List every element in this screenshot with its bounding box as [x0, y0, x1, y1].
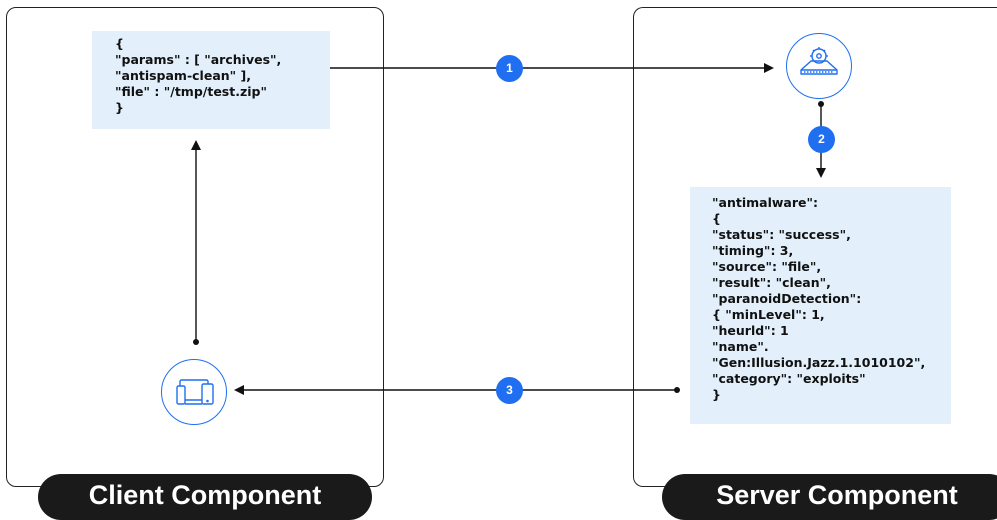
server-scan-icon — [786, 33, 852, 99]
response-line: { "minLevel": 1, — [712, 307, 825, 322]
response-line: "paranoidDetection": — [712, 291, 862, 306]
response-line: { — [712, 211, 721, 226]
response-line: "heurld": 1 — [712, 323, 789, 338]
response-line: "antimalware": — [712, 195, 818, 210]
response-line: "result": "clean", — [712, 275, 831, 290]
request-line: "params" : [ "archives", — [115, 52, 282, 67]
response-line: "source": "file", — [712, 259, 822, 274]
response-line: "category": "exploits" — [712, 371, 866, 386]
response-json-box: "antimalware": { "status": "success", "t… — [690, 187, 951, 424]
server-component-label: Server Component — [662, 474, 997, 520]
response-line: "status": "success", — [712, 227, 851, 242]
client-to-request-arrow — [191, 140, 201, 345]
response-line: "name". — [712, 339, 769, 354]
step-3-arrow — [234, 385, 680, 395]
step-1-arrow — [312, 63, 774, 73]
response-line: "Gen:Illusion.Jazz.1.1010102", — [712, 355, 926, 370]
request-json-box: { "params" : [ "archives", "antispam-cle… — [92, 31, 330, 129]
devices-icon — [161, 359, 227, 425]
request-line: "file" : "/tmp/test.zip" — [115, 84, 267, 99]
response-line: "timing": 3, — [712, 243, 794, 258]
request-line: { — [115, 36, 124, 51]
client-component-label: Client Component — [38, 474, 372, 520]
request-line: "antispam-clean" ], — [115, 68, 251, 83]
request-line: } — [115, 100, 124, 115]
step-2-badge: 2 — [808, 126, 835, 153]
step-1-badge: 1 — [496, 55, 523, 82]
step-3-badge: 3 — [496, 377, 523, 404]
response-line: } — [712, 387, 721, 402]
